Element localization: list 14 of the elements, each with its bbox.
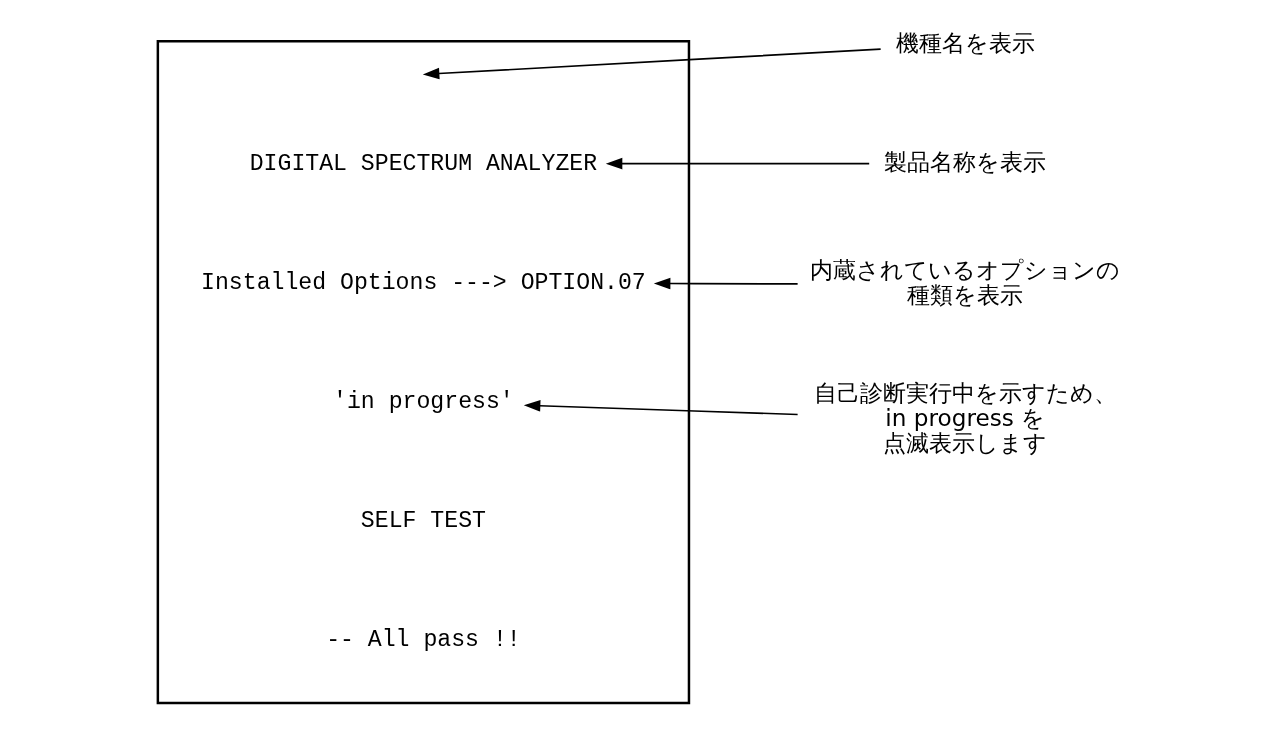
node-text: 製品名称を表示 <box>884 148 1047 175</box>
node-text: 'in progress' <box>333 389 514 416</box>
node-text: DIGITAL SPECTRUM ANALYZER <box>249 150 598 177</box>
label: -- All pass !! <box>326 627 521 654</box>
arrow <box>653 277 799 290</box>
node-text: 機種名を表示 <box>895 29 1035 56</box>
arrow <box>523 400 799 416</box>
node-text: 内蔵されているオプションの種類を表示 <box>810 257 1121 308</box>
cluster <box>156 39 691 705</box>
node-text: 自己診断実行中を示すため、in progress を点滅表示します <box>813 380 1117 457</box>
arrow <box>422 48 882 80</box>
arrow <box>605 157 870 170</box>
node-text: Installed Options ---> OPTION.07 <box>201 269 646 296</box>
label: SELF TEST <box>360 508 486 535</box>
